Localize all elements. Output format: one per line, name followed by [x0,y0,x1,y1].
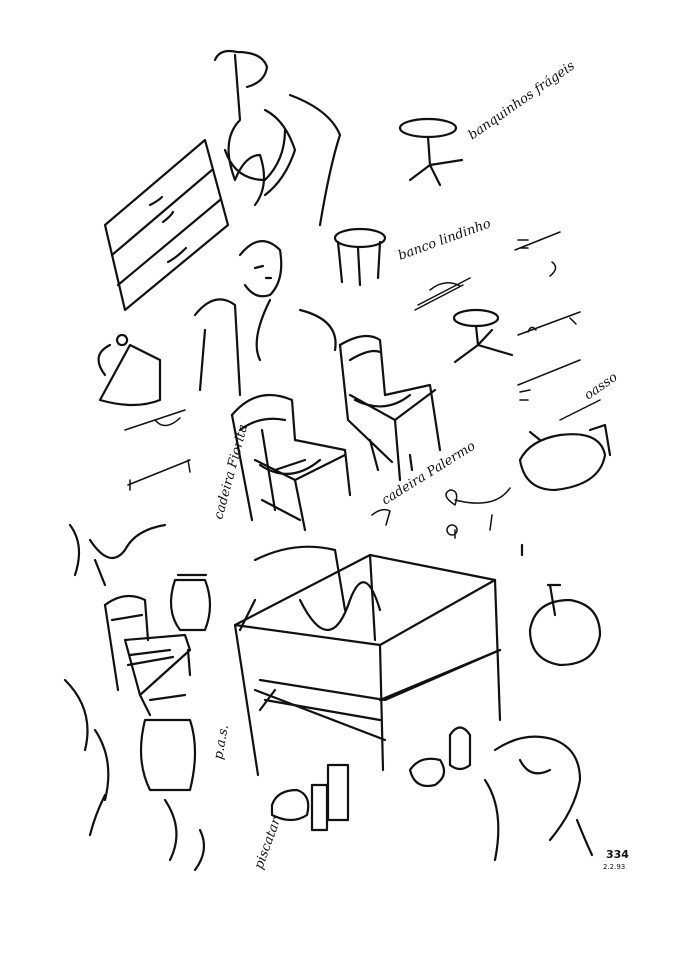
stool-fragile [398,117,464,187]
chest-of-drawers [103,138,230,312]
jug-bottom-left [139,693,206,872]
annotation-chair-palermo: cadeira Palermo [379,439,478,509]
annotation-stools-fragile: banquinhos frágeis [466,58,578,143]
annotation-side-note: p.a.s. [211,723,232,760]
face-center [193,240,337,397]
annotation-chair-side: cadeira Fiorita [211,423,251,521]
figure-right [483,735,582,862]
chair-side-small [103,594,192,717]
annotation-stool: banco lindinho [396,216,493,263]
stool-round [333,227,387,287]
figure-left [63,523,167,837]
detail-marks [124,231,601,539]
annotation-bottom: piscatar [252,815,285,871]
teapot-left [97,333,162,407]
armchair-small [230,393,352,532]
date: 2.2.93 [603,863,625,871]
stroke-bottom-right [575,818,594,857]
stool-tripod [452,308,514,364]
figure-top [213,49,342,227]
teapot-right [518,423,612,492]
kettle-right [520,543,602,667]
annotation-handle: oasso [582,370,621,403]
chair-palermo [338,334,442,482]
armchair-large [233,545,502,777]
page-number: 334 [606,848,629,861]
tea-set [270,726,472,832]
jug-left [169,573,212,632]
